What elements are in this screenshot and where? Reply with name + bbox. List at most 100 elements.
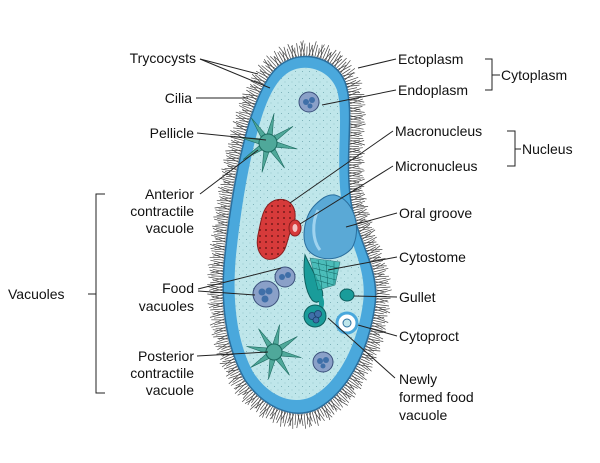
- contractile-vacuole-center: [265, 343, 283, 361]
- cilium: [349, 376, 360, 386]
- cilium: [239, 120, 250, 123]
- cilium: [213, 243, 226, 248]
- cilium: [227, 164, 238, 171]
- cilium: [344, 384, 355, 390]
- cilium: [222, 177, 236, 181]
- cilium: [228, 373, 242, 379]
- cilium: [218, 343, 231, 346]
- cilium: [219, 197, 233, 200]
- cilium: [323, 51, 332, 61]
- cilium: [249, 83, 261, 94]
- cilium: [245, 99, 256, 106]
- cilium: [348, 174, 360, 177]
- cilium: [255, 70, 269, 78]
- cilium: [273, 55, 279, 67]
- cilium: [374, 308, 390, 311]
- cilium: [299, 40, 304, 57]
- cilium: [352, 372, 364, 380]
- label-cilia: Cilia: [165, 90, 192, 106]
- cilium: [217, 338, 230, 340]
- cilium: [348, 98, 365, 103]
- cilium: [233, 127, 248, 131]
- cilium: [325, 48, 331, 62]
- cilium: [215, 332, 228, 336]
- cilium: [349, 123, 362, 126]
- cilium: [372, 317, 385, 319]
- cilium: [348, 165, 359, 170]
- label-vacuoles: Vacuoles: [8, 286, 65, 302]
- cilium: [360, 356, 373, 360]
- cilium: [209, 269, 224, 276]
- cilium: [360, 230, 372, 238]
- cilium: [209, 256, 225, 259]
- cilium: [208, 301, 224, 309]
- cytostome-mesh: [309, 257, 341, 291]
- cilium: [351, 200, 366, 207]
- cilium: [334, 55, 342, 68]
- cilium: [317, 48, 320, 59]
- cilium: [208, 276, 224, 281]
- cilium: [256, 399, 264, 413]
- cilium: [356, 364, 373, 368]
- cilium: [339, 389, 348, 399]
- anterior-contractile-vacuole: [238, 113, 298, 173]
- gullet-vacuole: [339, 288, 355, 302]
- nucleus-bracket: [507, 130, 521, 167]
- cilium: [251, 73, 265, 87]
- cilium: [347, 88, 362, 94]
- cilium: [224, 167, 238, 170]
- label-macronucleus: Macronucleus: [395, 123, 482, 139]
- cilium: [214, 234, 228, 237]
- cilium: [350, 194, 362, 199]
- cilium: [224, 185, 235, 189]
- macronucleus-texture: [257, 199, 296, 260]
- cilium: [238, 105, 253, 114]
- cilium: [365, 343, 381, 349]
- label-pellicle: Pellicle: [150, 125, 195, 141]
- cilium: [217, 202, 232, 208]
- cilium: [352, 203, 363, 210]
- label-endoplasm: Endoplasm: [398, 82, 468, 98]
- label-posterior-line-2: contractile: [130, 365, 194, 381]
- cilium: [364, 347, 377, 356]
- cilium: [351, 203, 364, 206]
- cilium: [374, 308, 388, 314]
- cilium: [339, 60, 351, 74]
- cilium: [346, 79, 361, 89]
- cilium: [343, 75, 354, 80]
- cilium: [246, 89, 259, 98]
- cilium: [274, 56, 283, 64]
- cilium: [336, 64, 347, 71]
- cilium: [282, 51, 286, 63]
- label-cytostome: Cytostome: [399, 249, 466, 265]
- cilium: [349, 116, 363, 121]
- cilium: [211, 312, 225, 316]
- cilium: [296, 413, 300, 429]
- cilium: [242, 388, 252, 399]
- label-anterior-line-2: contractile: [130, 203, 194, 219]
- cilium: [313, 410, 321, 421]
- cilium: [214, 218, 229, 224]
- cilium: [262, 402, 268, 418]
- food-vacuole: [312, 351, 334, 373]
- cilium: [224, 170, 237, 176]
- cilium: [364, 346, 377, 350]
- cilium: [242, 102, 256, 104]
- cilium: [358, 361, 370, 366]
- cilium: [314, 44, 318, 58]
- cilium: [349, 102, 362, 104]
- cilium: [212, 329, 228, 332]
- cilium: [341, 387, 351, 400]
- cilium: [215, 252, 226, 256]
- cilium: [249, 89, 260, 95]
- cilium: [349, 108, 360, 113]
- cilium: [269, 56, 280, 66]
- cilium: [325, 402, 335, 415]
- cilium: [375, 300, 386, 304]
- cilium: [373, 315, 388, 317]
- newly-formed-food-particle: [314, 310, 322, 318]
- cilium: [351, 200, 361, 204]
- label-oral-groove: Oral groove: [399, 205, 472, 221]
- cilium: [255, 397, 262, 409]
